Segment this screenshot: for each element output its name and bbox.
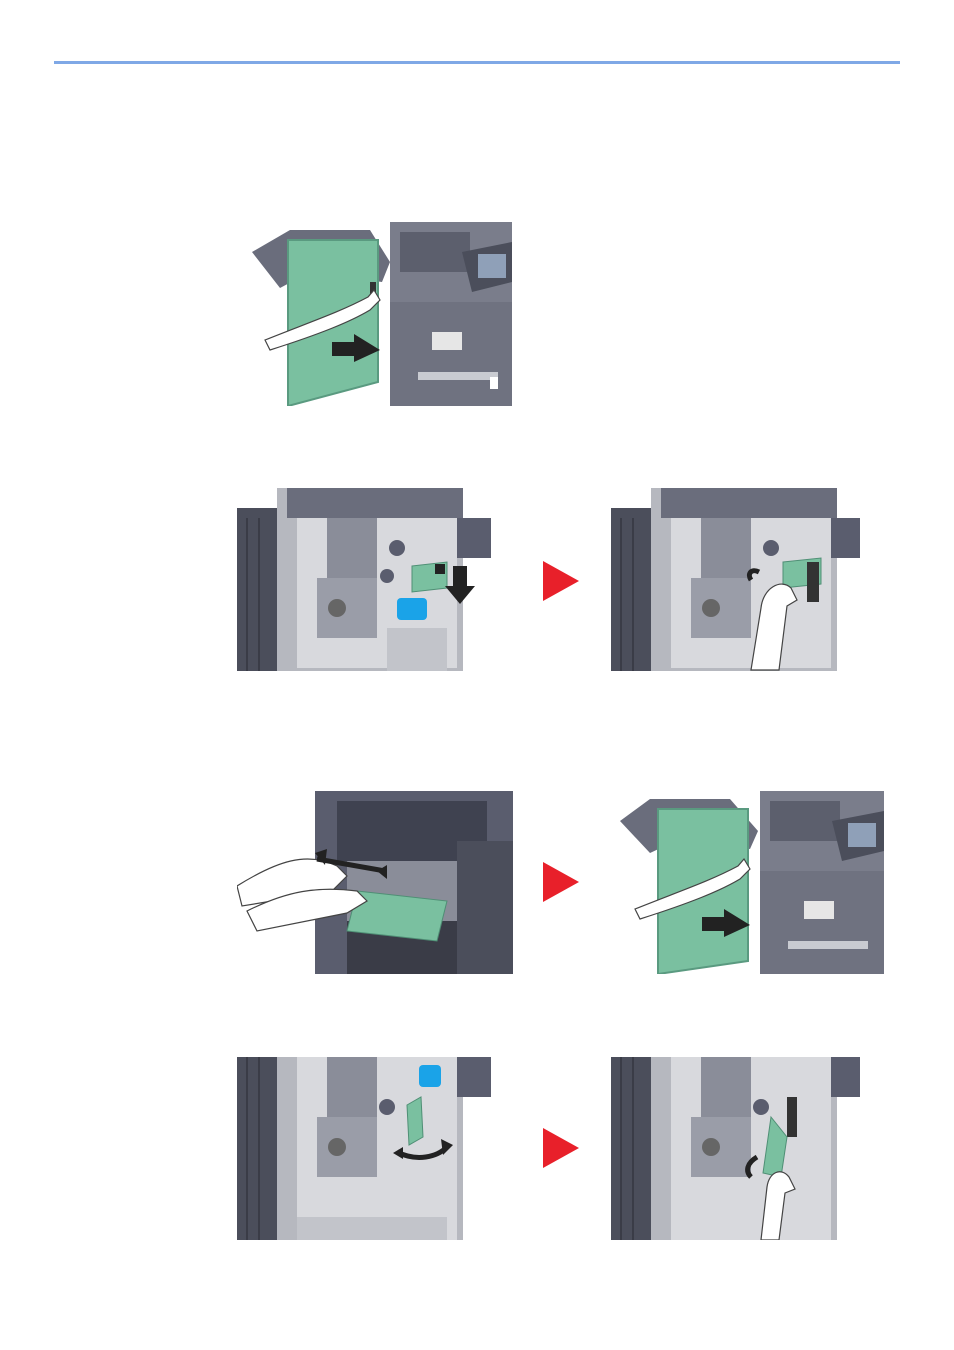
illustration-lower-guide-with-callout bbox=[237, 488, 491, 671]
illustration-close-front-cover bbox=[620, 791, 884, 974]
illustration-pull-out-jammed-paper bbox=[237, 791, 513, 974]
illustration-open-front-cover bbox=[250, 222, 512, 406]
next-step-arrow bbox=[543, 1128, 579, 1168]
header-rule bbox=[54, 61, 900, 64]
next-step-arrow bbox=[543, 862, 579, 902]
illustration-turn-lever-with-callout bbox=[237, 1057, 491, 1240]
illustration-remove-paper-from-lever bbox=[611, 1057, 860, 1240]
next-step-arrow bbox=[543, 561, 579, 601]
illustration-remove-paper-from-guide bbox=[611, 488, 860, 671]
